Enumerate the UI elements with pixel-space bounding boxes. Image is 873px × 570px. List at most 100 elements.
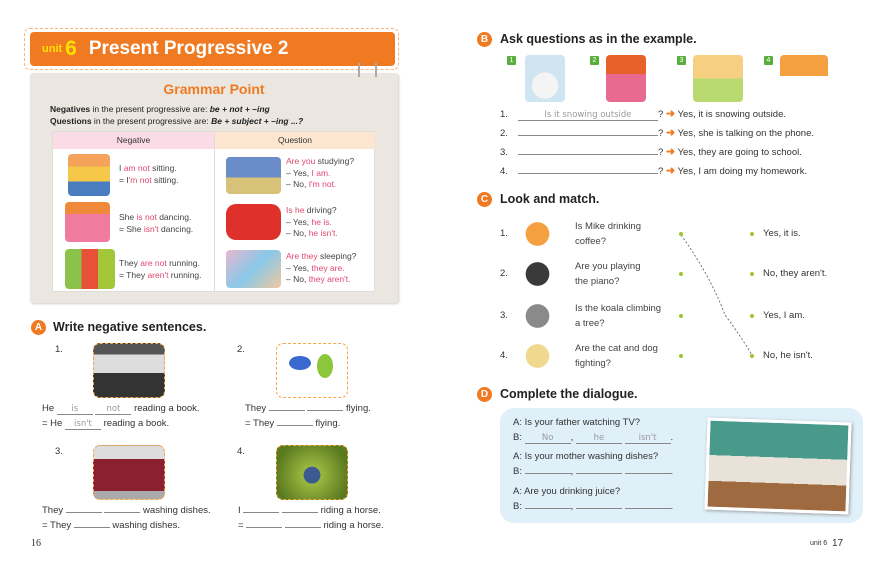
question-row: 1. Is it snowing outside? ➜ Yes, it is sn…: [500, 107, 786, 121]
question-blank[interactable]: [517, 173, 658, 174]
match-illustration-1: [515, 216, 560, 252]
answer-blank[interactable]: [624, 508, 671, 509]
dialogue-question: A: Is your mother washing dishes?: [513, 451, 659, 462]
negative-example-1: I am not sitting.= I'm not sitting.: [119, 163, 179, 185]
picture-tag: 2: [590, 56, 599, 65]
answer-blank[interactable]: [284, 527, 321, 528]
answer-blank[interactable]: [104, 512, 141, 513]
match-dot-left[interactable]: [679, 354, 683, 358]
dialogue-answer: B: No, he isn't.: [513, 432, 674, 444]
answer-blank[interactable]: isn't: [64, 419, 101, 430]
match-illustration-2: [515, 256, 560, 292]
man-reading-photo: [93, 343, 165, 398]
question-blank[interactable]: [517, 135, 658, 136]
question-row: 4.? ➜ Yes, I am doing my homework.: [500, 164, 807, 177]
sentence-2a: They flying.: [245, 403, 371, 414]
question-row: 3.? ➜ Yes, they are going to school.: [500, 145, 802, 158]
rule-questions: Questions in the present progressive are…: [50, 116, 303, 126]
sentence-3a: They washing dishes.: [42, 505, 211, 516]
match-illustration-4: [515, 338, 560, 374]
sentence-4a: I riding a horse.: [238, 505, 381, 516]
match-line-example: [680, 234, 753, 356]
car-driving-illustration: [226, 204, 281, 240]
question-mark: ?: [657, 147, 664, 158]
answer-blank[interactable]: No: [524, 433, 571, 444]
arrow-right-icon: ➜: [665, 146, 676, 158]
match-dot-left[interactable]: [679, 314, 683, 318]
answer-blank[interactable]: [281, 512, 318, 513]
answer-blank[interactable]: [268, 410, 305, 411]
page-title: Present Progressive 2: [88, 38, 289, 59]
sentence-2b: = They flying.: [245, 418, 341, 429]
item-number: 4.: [500, 350, 508, 361]
section-d-badge: D: [477, 387, 492, 402]
question-example-3: Are they sleeping?– Yes, they are.– No, …: [286, 251, 357, 284]
question-blank[interactable]: [517, 154, 658, 155]
answer-blank[interactable]: [276, 425, 313, 426]
answer-blank[interactable]: [524, 473, 571, 474]
title-outline: [24, 28, 399, 70]
negative-example-2: She is not dancing.= She isn't dancing.: [119, 212, 194, 234]
match-dot-right[interactable]: [750, 354, 754, 358]
reply-text: Yes, it is snowing outside.: [677, 109, 786, 120]
header-question: Question: [214, 132, 375, 149]
question-blank[interactable]: Is it snowing outside: [517, 110, 658, 121]
rule-bold: Negatives: [50, 104, 91, 114]
answer-blank[interactable]: isn't: [624, 433, 671, 444]
answer-blank[interactable]: [246, 527, 283, 528]
answer-blank[interactable]: [243, 512, 280, 513]
answer-blank[interactable]: [65, 512, 102, 513]
match-dot-right[interactable]: [750, 272, 754, 276]
section-b-badge: B: [477, 32, 492, 47]
item-number: 1.: [55, 344, 63, 355]
question-example-1: Are you studying?– Yes, I am.– No, I'm n…: [286, 156, 355, 189]
answer-blank[interactable]: he: [575, 433, 622, 444]
kids-going-to-school-illustration: [693, 55, 743, 102]
boy-sitting-illustration: [68, 154, 110, 196]
match-dot-left[interactable]: [679, 232, 683, 236]
section-d-title: Complete the dialogue.: [500, 387, 638, 401]
answer-blank[interactable]: [307, 410, 344, 411]
item-number: 4.: [237, 446, 245, 457]
answer-blank[interactable]: [73, 527, 110, 528]
match-answer: No, he isn't.: [763, 350, 813, 361]
item-number: 3.: [500, 147, 508, 158]
section-c-title: Look and match.: [500, 192, 600, 206]
match-dot-left[interactable]: [679, 272, 683, 276]
section-a-title: Write negative sentences.: [53, 320, 207, 334]
column-divider: [214, 149, 215, 292]
boy-riding-bike-photo: [276, 445, 348, 500]
grammar-title: Grammar Point: [163, 81, 265, 97]
family-kitchen-illustration: [704, 417, 852, 515]
match-dot-right[interactable]: [750, 314, 754, 318]
item-number: 3.: [500, 310, 508, 321]
answer-blank[interactable]: not: [95, 404, 132, 415]
sentence-3b: = They washing dishes.: [42, 520, 181, 531]
item-number: 2.: [237, 344, 245, 355]
question-mark: ?: [657, 109, 664, 120]
binder-ring: [358, 63, 360, 77]
item-number: 1.: [500, 109, 508, 120]
answer-blank[interactable]: is: [56, 404, 93, 415]
match-dot-right[interactable]: [750, 232, 754, 236]
match-answer: No, they aren't.: [763, 268, 828, 279]
dialogue-question: A: Is your father watching TV?: [513, 417, 641, 428]
binder-ring: [375, 63, 377, 77]
picture-tag: 3: [677, 56, 686, 65]
answer-blank[interactable]: [524, 508, 571, 509]
reply-text: Yes, I am doing my homework.: [677, 166, 808, 177]
header-negative: Negative: [53, 132, 214, 149]
answer-blank[interactable]: [624, 473, 671, 474]
sentence-1a: He is not reading a book.: [42, 403, 200, 415]
picture-tag: 1: [507, 56, 516, 65]
sentence-4b: = riding a horse.: [238, 520, 384, 531]
match-answer: Yes, it is.: [763, 228, 801, 239]
answer-blank[interactable]: [575, 473, 622, 474]
girl-on-phone-illustration: [606, 55, 646, 102]
answer-blank[interactable]: [575, 508, 622, 509]
arrow-right-icon: ➜: [665, 108, 676, 120]
girl-dancing-illustration: [65, 202, 110, 242]
